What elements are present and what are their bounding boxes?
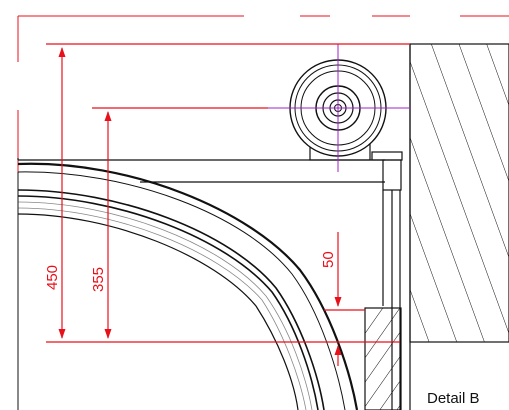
wall-block <box>409 43 509 410</box>
rail-plate <box>17 158 385 183</box>
dimension-355-label: 355 <box>90 267 107 292</box>
centerlines <box>268 44 410 172</box>
drum-arcs <box>17 162 359 410</box>
dimension-450-label: 450 <box>44 265 61 290</box>
dimension-50-label: 50 <box>320 251 337 268</box>
bracket-block <box>364 307 402 410</box>
dimension-lines <box>46 43 410 366</box>
detail-label: Detail B <box>427 390 480 407</box>
